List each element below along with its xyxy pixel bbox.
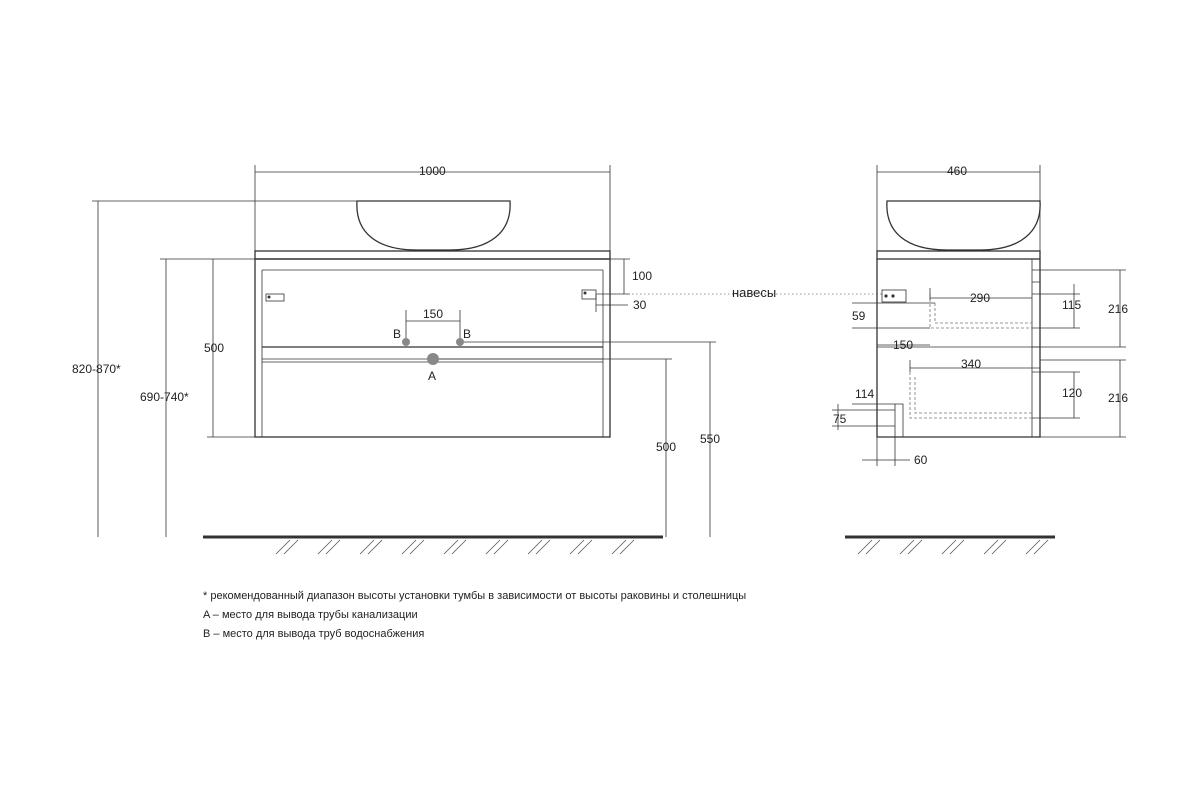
dim-offset-150: 150 — [893, 338, 913, 352]
dim-upper-offset-59: 59 — [852, 309, 866, 323]
front-hinge-left — [265, 293, 285, 302]
dim-hinge-offset: 30 — [633, 298, 647, 312]
label-b-left: B — [393, 327, 401, 341]
side-cabinet-body — [876, 259, 1041, 438]
dim-upper-inner-height: 115 — [1062, 298, 1081, 312]
dim-lower-drawer-height: 216 — [1108, 391, 1128, 405]
side-basin — [886, 200, 1041, 251]
supply-pipe-left — [402, 338, 410, 346]
side-hinge — [881, 289, 907, 303]
dim-pipe-spacing: 150 — [423, 307, 443, 321]
note-recommended-range: * рекомендованный диапазон высоты устано… — [203, 590, 746, 602]
dim-60: 60 — [914, 453, 928, 467]
front-view: B B A 150 1000 820-870* 690-740* 500 100 — [72, 164, 882, 555]
side-floor-hatching — [857, 539, 1049, 555]
supply-pipe-right — [456, 338, 464, 346]
note-supply: B – место для вывода труб водоснабжения — [203, 628, 424, 640]
front-basin — [356, 200, 511, 251]
side-countertop — [876, 250, 1041, 260]
dim-upper-inner-width: 290 — [970, 291, 990, 305]
note-drain: A – место для вывода трубы канализации — [203, 609, 418, 621]
dim-lower-inner-height: 120 — [1062, 386, 1082, 400]
label-b-right: B — [463, 327, 471, 341]
dim-body-height: 500 — [204, 341, 224, 355]
dim-top-offset: 100 — [632, 269, 652, 283]
front-countertop — [254, 250, 611, 260]
drain-pipe — [427, 353, 439, 365]
dim-front-width: 1000 — [419, 164, 446, 178]
dim-75: 75 — [833, 412, 847, 426]
front-hinge-right — [581, 289, 597, 300]
dim-supply-height: 550 — [700, 432, 720, 446]
label-a: A — [428, 369, 436, 383]
hinges-label: навесы — [732, 285, 776, 300]
front-cabinet-body — [254, 258, 611, 438]
dim-side-depth: 460 — [947, 164, 967, 178]
dim-lower-inner-width: 340 — [961, 357, 981, 371]
dim-drain-height: 500 — [656, 440, 676, 454]
front-floor-hatching — [275, 539, 635, 555]
side-view: 460 290 59 115 216 150 340 120 — [832, 164, 1128, 555]
dim-total-height: 820-870* — [72, 362, 121, 376]
dim-114: 114 — [855, 387, 874, 401]
dim-upper-drawer-height: 216 — [1108, 302, 1128, 316]
dim-cabinet-height: 690-740* — [140, 390, 189, 404]
notes: * рекомендованный диапазон высоты устано… — [203, 590, 746, 640]
